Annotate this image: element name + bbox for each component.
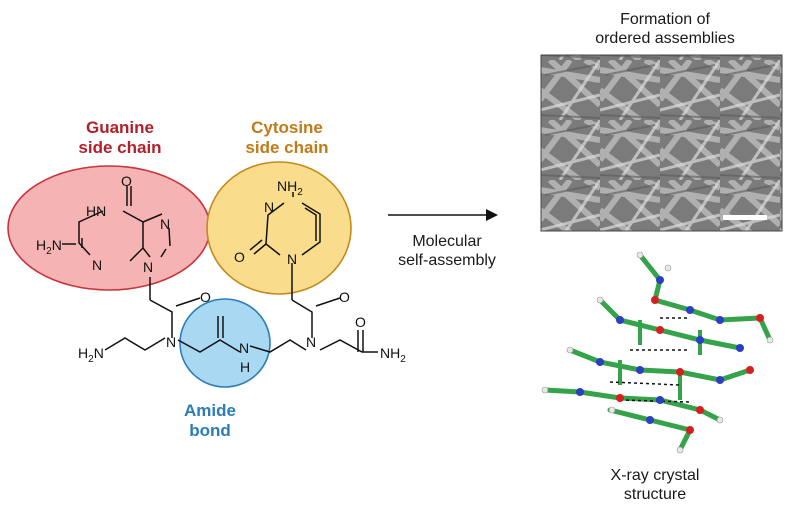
formation-label: Formation of ordered assemblies (560, 10, 770, 48)
scale-bar (723, 215, 767, 220)
cytosine-label: Cytosine side chain (222, 118, 352, 159)
guanine-structure (62, 186, 171, 300)
guanine-highlight (7, 165, 211, 291)
self-assembly-arrow (388, 209, 498, 221)
self-assembly-label: Molecular self-assembly (388, 232, 506, 270)
atom-o-amide-1: O (200, 289, 211, 305)
amide-label-line2: bond (189, 421, 231, 441)
self-assembly-label-line1: Molecular (412, 233, 482, 250)
guanine-label-line1: Guanine (85, 118, 154, 137)
atom-n-guanine-bottom: N (92, 257, 102, 273)
atom-hn-guanine: HN (86, 203, 106, 219)
amide-label: Amide bond (170, 401, 250, 442)
atom-n-backbone-1: N (166, 334, 176, 350)
atom-o-cytosine: O (234, 249, 245, 265)
formation-label-line2: ordered assemblies (595, 30, 735, 48)
atom-n-cytosine-attach: N (287, 251, 297, 267)
xray-label-line2: structure (623, 486, 687, 504)
xray-label: X-ray crystal structure (565, 466, 745, 504)
atom-o-terminal: O (355, 314, 366, 330)
guanine-label-line2: side chain (78, 138, 162, 158)
cytosine-highlight (206, 161, 352, 295)
atom-h2n-guanine: H2N (36, 237, 62, 257)
atom-n-cytosine-left: N (264, 199, 274, 215)
atom-n-guanine-right: N (160, 216, 170, 232)
atom-h2n-left: H2N (78, 345, 104, 365)
crystal-structure-render (541, 251, 774, 454)
atom-o-guanine: O (121, 173, 132, 189)
atom-h-amide: H (240, 359, 250, 375)
atom-nh2-terminal: NH2 (380, 345, 406, 365)
atom-n-backbone-2: N (306, 334, 316, 350)
atom-n-guanine-attach: N (143, 259, 153, 275)
self-assembly-label-line2: self-assembly (398, 252, 496, 270)
atom-nh2-cytosine: NH2 (277, 178, 303, 198)
amide-label-line1: Amide (184, 401, 236, 420)
cytosine-label-line2: side chain (245, 138, 329, 158)
cytosine-structure (249, 192, 321, 300)
xray-label-line1: X-ray crystal (610, 467, 700, 484)
formation-label-line1: Formation of (620, 11, 710, 28)
atom-o-amide-2: O (339, 289, 350, 305)
atom-nh-amide: N (239, 340, 249, 356)
cytosine-label-line1: Cytosine (251, 118, 323, 137)
backbone-structure (104, 297, 378, 353)
guanine-label: Guanine side chain (50, 118, 190, 159)
sem-micrograph (540, 54, 783, 232)
